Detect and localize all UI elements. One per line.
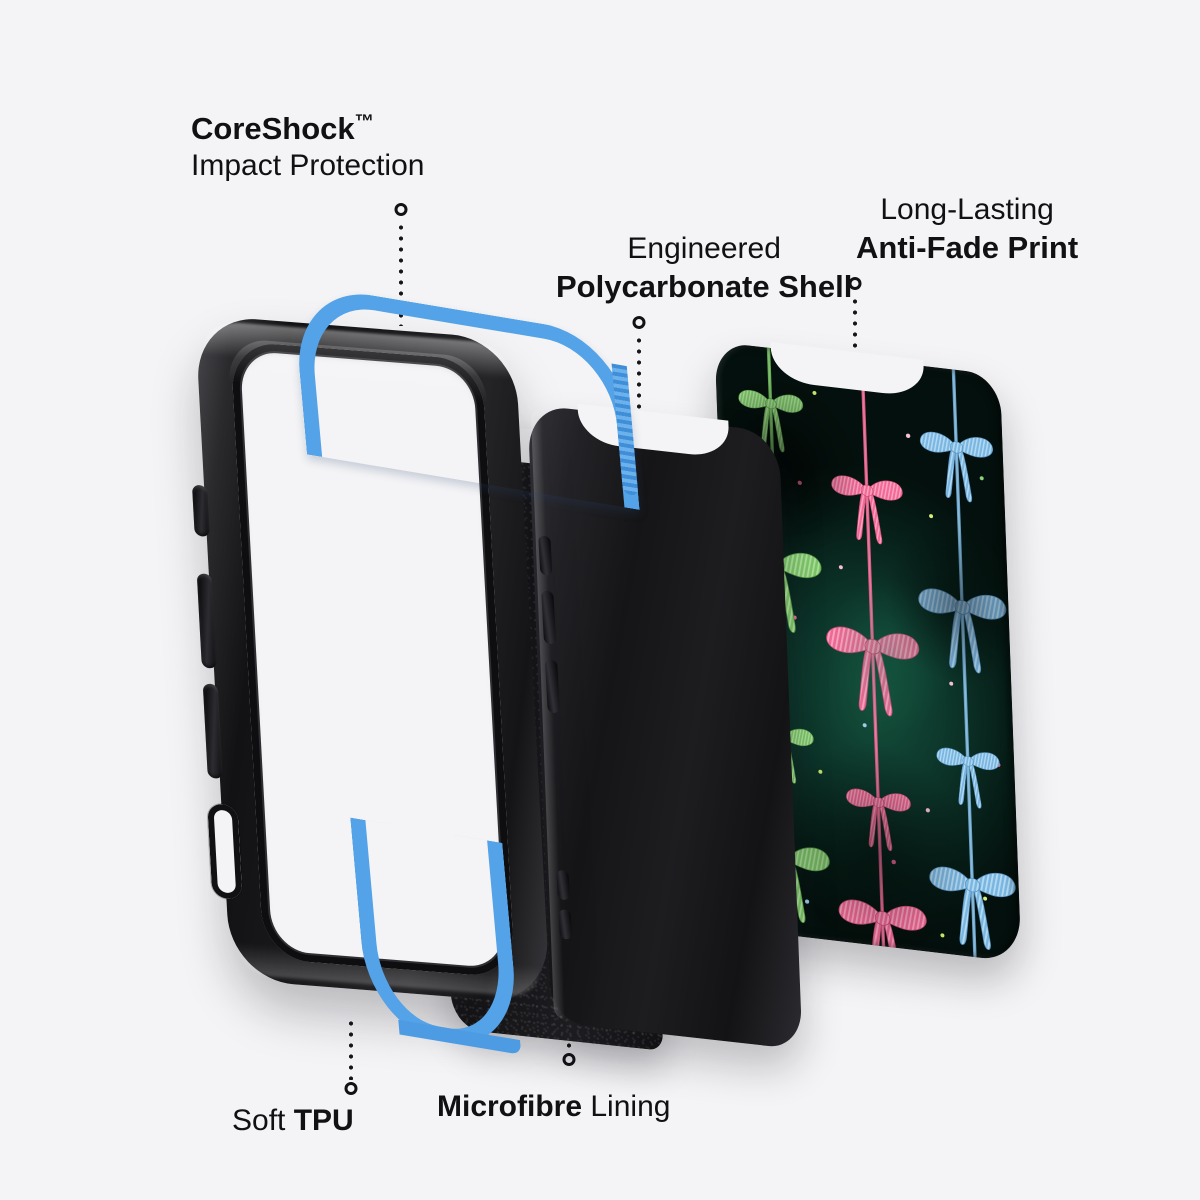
side-ridge xyxy=(538,535,553,576)
tpu-accent-strip-bottom xyxy=(350,817,522,1055)
callout-microfibre-emphasis: Microfibre xyxy=(437,1090,583,1123)
leader-line-polycarbonate xyxy=(632,316,645,443)
callout-tpu-emphasis: TPU xyxy=(293,1104,354,1137)
layer-tpu-bumper xyxy=(191,281,640,1055)
callout-microfibre-suffix: Lining xyxy=(582,1090,671,1123)
leader-dots xyxy=(398,222,403,326)
leader-line-coreshock xyxy=(394,203,407,326)
leader-endpoint-ring xyxy=(344,1082,357,1095)
callout-coreshock: CoreShock™ Impact Protection xyxy=(191,110,424,184)
side-ridge xyxy=(556,869,570,901)
callout-polycarbonate-line1: Engineered xyxy=(627,232,781,265)
leader-dots xyxy=(636,335,641,443)
leader-endpoint-ring xyxy=(632,316,645,329)
leader-dots xyxy=(852,296,857,388)
callout-coreshock-line1-text: CoreShock xyxy=(191,111,355,146)
leader-line-anti-fade xyxy=(848,277,861,388)
leader-endpoint-ring xyxy=(394,203,407,216)
callout-polycarbonate: Engineered Polycarbonate Shell xyxy=(556,231,852,305)
callout-tpu-prefix: Soft xyxy=(232,1104,294,1137)
leader-dots xyxy=(348,1018,353,1080)
side-ridge xyxy=(541,590,557,645)
mute-button-cover xyxy=(191,484,210,537)
leader-endpoint-ring xyxy=(848,277,861,290)
side-ridge xyxy=(544,659,560,714)
side-ridge xyxy=(558,909,573,940)
callout-anti-fade: Long-Lasting Anti-Fade Print xyxy=(856,192,1078,266)
action-button-cutout xyxy=(207,803,243,900)
callout-anti-fade-line1: Long-Lasting xyxy=(880,193,1054,226)
callout-coreshock-line2: Impact Protection xyxy=(191,148,425,182)
callout-polycarbonate-line2: Polycarbonate Shell xyxy=(556,268,853,304)
leader-endpoint-ring xyxy=(562,1053,575,1066)
leader-line-tpu xyxy=(344,1018,357,1098)
callout-coreshock-line1: CoreShock™ xyxy=(191,110,424,148)
callout-microfibre: Microfibre Lining xyxy=(437,1089,670,1126)
callout-anti-fade-line2: Anti-Fade Print xyxy=(856,229,1079,265)
trademark-symbol: ™ xyxy=(354,111,375,133)
callout-tpu: Soft TPU xyxy=(232,1103,354,1140)
